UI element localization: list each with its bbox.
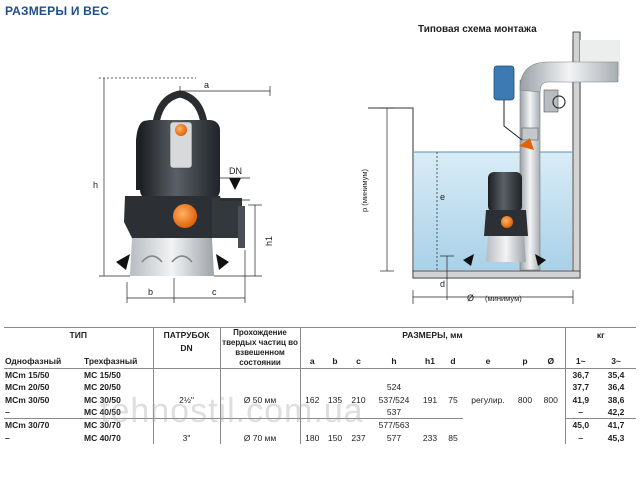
col-h: h [371, 354, 418, 369]
dimension-e-label: e [440, 192, 445, 202]
pump-drawing [116, 90, 245, 276]
inlet-arrow-right-icon [216, 254, 229, 270]
dimension-h1-label: h1 [264, 236, 274, 246]
col-e: e [463, 354, 514, 369]
table-row: – MC 40/70 3" Ø 70 мм 180 150 237 577 23… [5, 431, 625, 444]
col-h1: h1 [417, 354, 444, 369]
pump-dimensions [99, 77, 271, 303]
cell-diameter: 800 [543, 394, 558, 405]
control-box [493, 65, 515, 101]
inlet-arrow-left-icon [116, 254, 130, 270]
watermark: tehnostil.com.ua [100, 392, 364, 430]
pump-base [130, 238, 214, 276]
dimension-a-label: a [204, 80, 209, 90]
header-dn: DN [152, 342, 221, 354]
dimension-c-label: c [212, 287, 217, 297]
pump-orange-cap [173, 204, 197, 228]
diameter-symbol-icon: Ø [467, 293, 474, 303]
col-b: b [324, 354, 347, 369]
header-type: ТИП [4, 327, 154, 342]
dimension-dn-label: DN [229, 166, 242, 176]
cell-p: 800 [517, 394, 533, 405]
table-row: MCm 30/50 MC 30/50 2½" Ø 50 мм 162 135 2… [5, 393, 625, 406]
header-kg: кг [564, 327, 637, 342]
dimension-drawings: a h DN h1 b c p (миним [93, 31, 620, 304]
dimension-d-label: d [440, 279, 445, 289]
dimension-width-label: (минимум) [485, 294, 522, 303]
header-pipe: ПАТРУБОК [152, 327, 221, 342]
header-single-phase: Однофазный [4, 354, 83, 369]
table-row: – MC 40/50 537 – 42,2 [5, 405, 625, 419]
table-row: MCm 15/50 MC 15/50 36,7 35,4 [5, 368, 625, 382]
outlet-arrow-icon [229, 178, 241, 190]
valve-wheel-icon [552, 95, 566, 109]
cell-h-top: 524 [386, 382, 402, 393]
installation-scheme [368, 31, 620, 279]
col-a: a [299, 354, 325, 369]
float-switch [519, 138, 534, 150]
cell-e: регулир. [471, 394, 505, 405]
table-row: MCm 20/50 MC 20/50 524 37,7 36,4 [5, 381, 625, 394]
header-three-phase: Трехфазный [83, 354, 154, 369]
dimension-p-label: p (минимум) [360, 169, 369, 212]
col-d: d [443, 354, 464, 369]
col-weight-3ph: 3~ [596, 354, 637, 369]
installation-dimensions [380, 107, 574, 304]
dimension-b-label: b [148, 287, 153, 297]
header-dimensions: РАЗМЕРЫ, мм [299, 327, 566, 342]
cell-dn-50: 2½" [152, 393, 221, 406]
pit-floor [412, 270, 581, 279]
dimensions-table: ТИП ПАТРУБОК Прохождение твердых частиц … [4, 327, 637, 444]
col-weight-1ph: 1~ [564, 354, 597, 369]
header-passage: Прохождение твердых частиц во взвешенном… [219, 327, 301, 369]
col-p: p [513, 354, 538, 369]
col-c: c [346, 354, 372, 369]
table-row: MCm 30/70 MC 30/70 577/563 45,0 41,7 [4, 418, 637, 432]
dimension-h-label: h [93, 180, 98, 190]
cell-passage-50: Ø 50 мм [219, 393, 301, 406]
installation-scheme-title: Типовая схема монтажа [418, 24, 537, 35]
page-title: РАЗМЕРЫ И ВЕС [5, 4, 110, 18]
col-diameter: Ø [537, 354, 566, 369]
cell-dn-70: 3" [152, 431, 221, 444]
cell-passage-70: Ø 70 мм [219, 431, 301, 444]
